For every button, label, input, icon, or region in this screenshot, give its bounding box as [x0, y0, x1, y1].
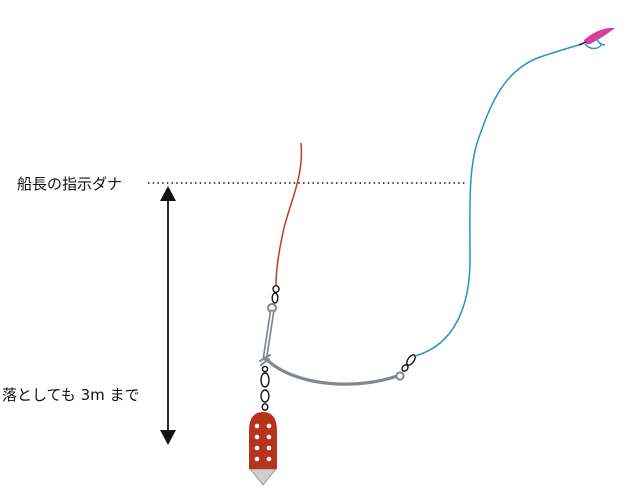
sinker-tip	[249, 468, 277, 486]
leader-swivel-icon	[395, 354, 416, 381]
sinker-swivel-icon	[260, 365, 270, 411]
squid-lure-icon	[578, 27, 615, 50]
drop-range-arrow-icon	[160, 186, 176, 445]
top-swivel-icon	[267, 285, 280, 313]
sinker-icon	[249, 412, 277, 486]
leader-line	[414, 43, 583, 357]
main-line	[275, 142, 303, 286]
arm-rig	[259, 309, 402, 386]
captain-depth-label: 船長の指示ダナ	[17, 175, 122, 193]
drop-range-label: 落としても 3m まで	[2, 386, 140, 404]
